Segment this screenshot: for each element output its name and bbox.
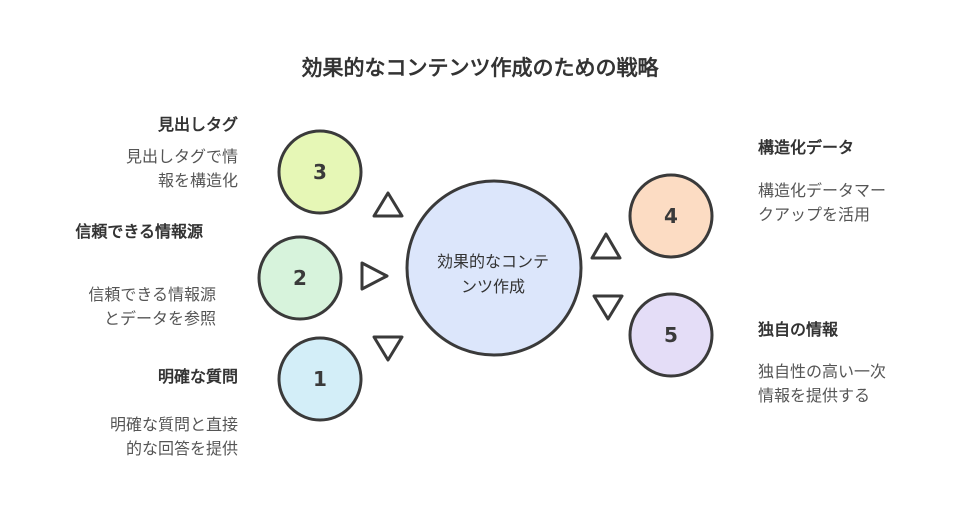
node-5-description-line1: 独自性の高い一次 [758,362,887,381]
node-5-circle: 5 [628,292,714,378]
center-circle [405,179,583,357]
node-4-description: 構造化データマー クアップを活用 [758,179,886,227]
center-label-line2: ンツ作成 [460,277,525,296]
arrow-up-icon [372,191,404,218]
node-4-description-line2: クアップを活用 [758,205,871,224]
node-2-description: 信頼できる情報源 とデータを参照 [88,283,216,331]
node-1-heading: 明確な質問 [157,367,238,386]
node-3-description-line2: 報を構造化 [157,171,238,190]
node-1-number: 1 [313,367,327,391]
node-2-number: 2 [293,266,307,290]
node-5-description-line2: 情報を提供する [758,386,871,405]
node-1-circle: 1 [277,336,363,422]
node-1-description-line2: 的な回答を提供 [125,439,238,458]
node-3-description-line1: 見出しタグで情 [125,147,238,166]
node-4-number: 4 [664,204,678,228]
center-label: 効果的なコンテ ンツ作成 [418,249,568,299]
node-4-heading: 構造化データ [758,138,855,157]
node-3-heading: 見出しタグ [157,115,238,134]
node-5-heading: 独自の情報 [758,320,839,339]
arrow-down-icon [592,294,624,321]
node-2-description-line2: とデータを参照 [103,309,216,328]
node-2-heading: 信頼できる情報源 [75,222,203,241]
arrow-up-icon [590,232,622,260]
page-title: 効果的なコンテンツ作成のための戦略 [301,56,659,80]
node-5-number: 5 [664,323,678,347]
node-3-circle: 3 [277,129,363,215]
node-5-description: 独自性の高い一次 情報を提供する [758,360,886,408]
node-2-circle: 2 [257,235,343,321]
center-label-line1: 効果的なコンテ [436,252,549,271]
node-4-description-line1: 構造化データマー [758,181,887,200]
node-1-description: 明確な質問と直接 的な回答を提供 [110,413,238,461]
node-4-circle: 4 [628,173,714,259]
arrow-down-icon [372,335,404,362]
arrow-right-icon [360,261,389,291]
node-2-description-line1: 信頼できる情報源 [88,285,216,304]
node-1-description-line1: 明確な質問と直接 [109,415,238,434]
node-3-number: 3 [313,160,327,184]
node-3-description: 見出しタグで情 報を構造化 [126,145,238,193]
